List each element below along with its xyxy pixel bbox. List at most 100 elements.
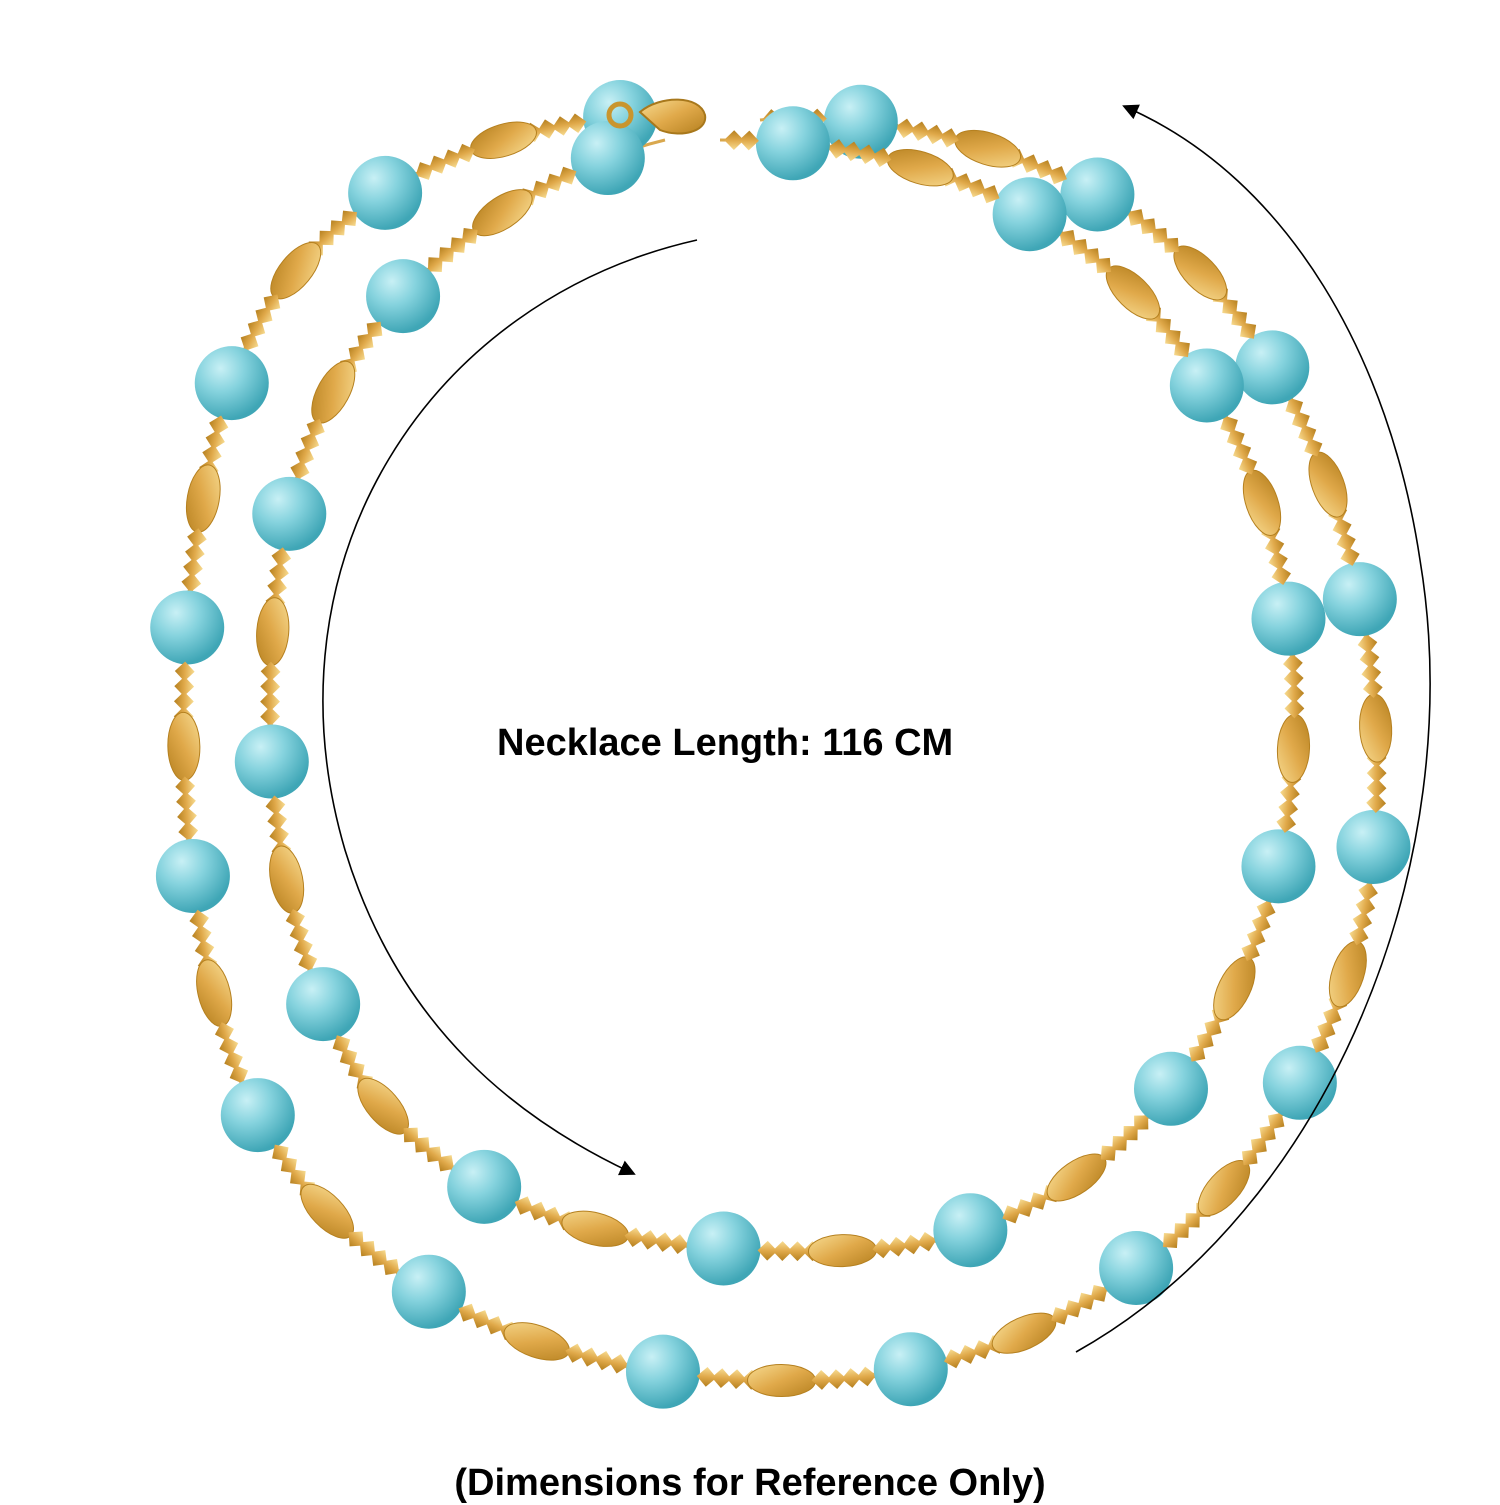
faceted-gold-bead <box>205 430 225 450</box>
fluted-gold-bead <box>991 1312 1057 1354</box>
faceted-gold-bead <box>1298 424 1317 443</box>
faceted-gold-bead <box>403 1127 419 1143</box>
faceted-gold-bead <box>240 332 259 351</box>
faceted-gold-bead <box>624 1227 645 1248</box>
faceted-gold-bead <box>1268 550 1288 571</box>
faceted-gold-bead <box>194 939 215 959</box>
faceted-gold-bead <box>668 1234 689 1254</box>
faceted-gold-bead <box>639 1230 659 1250</box>
faceted-gold-bead <box>214 1022 234 1042</box>
faceted-gold-bead <box>442 149 461 168</box>
faceted-gold-bead <box>1029 1192 1047 1210</box>
faceted-gold-bead <box>1152 227 1168 244</box>
faceted-gold-bead <box>260 676 281 697</box>
faceted-gold-bead <box>1185 1213 1200 1228</box>
faceted-gold-bead <box>967 179 986 198</box>
turquoise-bead <box>286 967 361 1042</box>
turquoise-bead <box>150 590 225 665</box>
faceted-gold-bead <box>1323 1007 1342 1026</box>
faceted-gold-bead <box>330 220 346 236</box>
faceted-gold-bead <box>565 1343 585 1363</box>
faceted-gold-bead <box>1233 442 1252 461</box>
faceted-gold-bead <box>1361 663 1382 684</box>
faceted-gold-bead <box>187 528 207 548</box>
faceted-gold-bead <box>1251 914 1271 934</box>
faceted-gold-bead <box>895 118 916 139</box>
faceted-gold-bead <box>856 1366 877 1387</box>
faceted-gold-bead <box>696 1367 717 1387</box>
faceted-gold-bead <box>1340 546 1360 566</box>
faceted-gold-bead <box>319 230 334 246</box>
faceted-gold-bead <box>826 1369 847 1390</box>
faceted-gold-bead <box>1276 813 1296 833</box>
faceted-gold-bead <box>359 1240 376 1257</box>
faceted-gold-bead <box>841 1368 862 1388</box>
faceted-gold-bead <box>290 460 310 480</box>
faceted-gold-bead <box>461 228 478 244</box>
faceted-gold-bead <box>267 577 287 597</box>
faceted-gold-bead <box>1034 160 1054 179</box>
faceted-gold-bead <box>285 908 305 929</box>
faceted-gold-bead <box>872 1238 893 1259</box>
faceted-gold-bead <box>1165 329 1181 346</box>
curved-arrow-icon <box>322 239 698 1176</box>
faceted-gold-bead <box>1084 248 1100 264</box>
faceted-gold-bead <box>1077 1292 1095 1310</box>
faceted-gold-bead <box>1090 1285 1108 1302</box>
faceted-gold-bead <box>1071 238 1088 255</box>
faceted-gold-bead <box>1284 683 1305 704</box>
faceted-gold-bead <box>1280 783 1300 804</box>
faceted-gold-bead <box>425 1146 442 1163</box>
faceted-gold-bead <box>925 124 945 145</box>
faceted-gold-bead <box>1020 154 1040 173</box>
faceted-gold-bead <box>902 1234 922 1255</box>
faceted-gold-bead <box>542 1206 562 1226</box>
faceted-gold-bead <box>267 810 287 831</box>
faceted-gold-bead <box>1196 1032 1214 1050</box>
faceted-gold-bead <box>1238 456 1258 475</box>
faceted-gold-bead <box>1100 1145 1116 1161</box>
fluted-gold-bead <box>196 959 233 1027</box>
faceted-gold-bead <box>1246 928 1266 948</box>
faceted-gold-bead <box>1155 318 1171 334</box>
faceted-gold-bead <box>1231 310 1248 327</box>
curved-arrow-icon <box>1075 104 1431 1353</box>
turquoise-bead <box>234 724 309 799</box>
faceted-gold-bead <box>1265 536 1285 556</box>
faceted-gold-bead <box>1352 911 1373 931</box>
faceted-gold-bead <box>260 691 280 712</box>
faceted-gold-bead <box>1048 166 1067 185</box>
faceted-gold-bead <box>1002 1205 1021 1224</box>
faceted-gold-bead <box>811 1370 832 1390</box>
turquoise-bead <box>1133 1051 1208 1126</box>
turquoise-bead <box>1336 809 1411 884</box>
turquoise-bead <box>823 84 898 159</box>
faceted-gold-bead <box>545 173 563 192</box>
faceted-gold-bead <box>1174 1223 1189 1238</box>
faceted-gold-bead <box>341 210 357 227</box>
fluted-gold-bead <box>807 1234 877 1268</box>
faceted-gold-bead <box>219 1036 239 1056</box>
faceted-gold-bead <box>1332 517 1352 537</box>
fluted-gold-bead <box>185 464 221 533</box>
faceted-gold-bead <box>458 1303 477 1322</box>
turquoise-bead <box>391 1254 466 1329</box>
faceted-gold-bead <box>1241 1149 1258 1166</box>
fluted-gold-bead <box>747 1364 817 1398</box>
faceted-gold-bead <box>428 155 447 174</box>
faceted-gold-bead <box>1366 778 1387 798</box>
faceted-gold-bead <box>472 1310 491 1329</box>
outer-strand-beads <box>150 80 1411 1409</box>
faceted-gold-bead <box>842 141 863 162</box>
turquoise-bead <box>348 155 423 230</box>
faceted-gold-bead <box>872 147 892 168</box>
faceted-gold-bead <box>366 321 383 338</box>
faceted-gold-bead <box>189 909 209 930</box>
faceted-gold-bead <box>1285 397 1304 416</box>
faceted-gold-bead <box>306 418 325 438</box>
faceted-gold-bead <box>827 139 848 159</box>
faceted-gold-bead <box>1366 793 1387 813</box>
turquoise-bead <box>155 838 230 913</box>
faceted-gold-bead <box>1304 438 1323 457</box>
turquoise-bead <box>992 177 1067 252</box>
